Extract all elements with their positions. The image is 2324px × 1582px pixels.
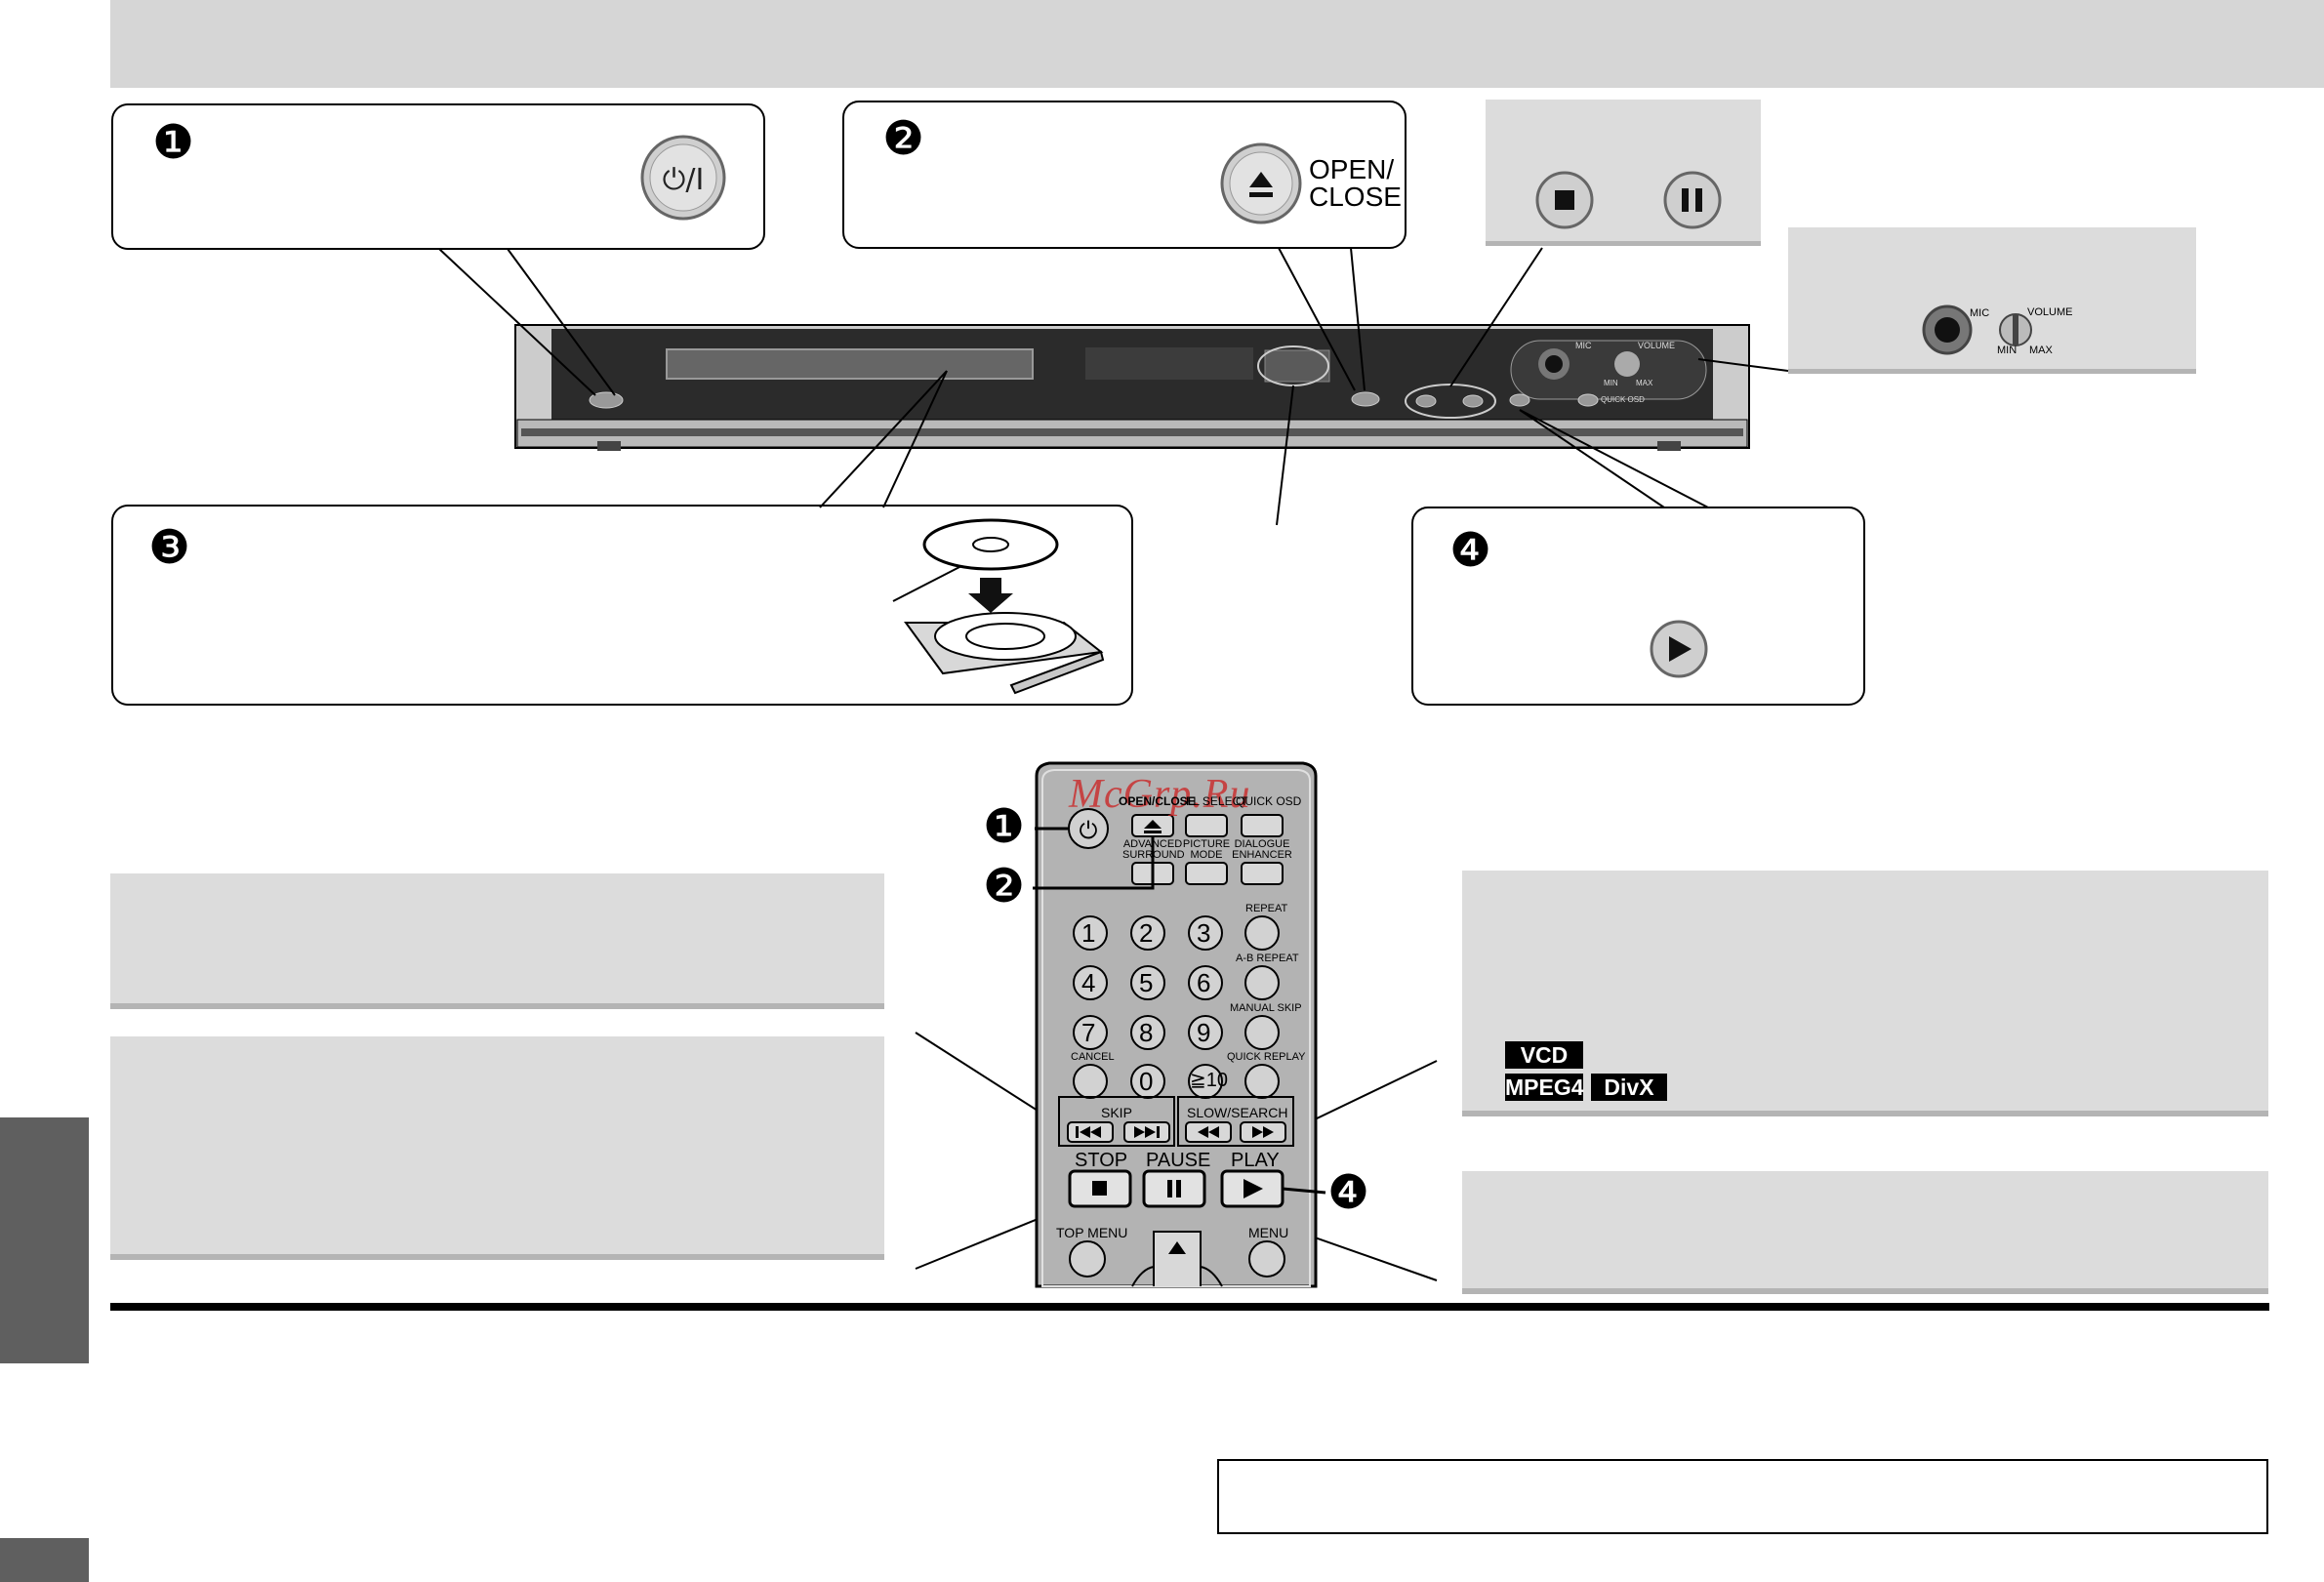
remote-fl-select-label: FL SELECT	[1186, 794, 1248, 808]
side-index-tab	[0, 1117, 89, 1363]
vcd-tag: VCD	[1505, 1041, 1583, 1069]
info-panel-right-1	[1462, 871, 2268, 1111]
unit-max-label: MAX	[1636, 379, 1653, 387]
disc-tray-icon	[892, 518, 1105, 695]
digit-3: 3	[1197, 918, 1211, 948]
menu-label: MENU	[1248, 1225, 1289, 1240]
info-panel-right-2	[1462, 1171, 2268, 1288]
digit-1: 1	[1081, 918, 1096, 948]
svg-text:⏻: ⏻	[1080, 817, 1098, 844]
mpeg4-tag: MPEG4	[1505, 1074, 1584, 1101]
svg-text:⏻/I: ⏻/I	[663, 163, 705, 197]
callout-box-1	[111, 103, 765, 250]
quick-replay-label: QUICK REPLAY	[1227, 1051, 1306, 1063]
digit-9: 9	[1197, 1018, 1211, 1047]
skip-label: SKIP	[1101, 1105, 1132, 1120]
picture-mode-label: PICTURE MODE	[1182, 838, 1231, 861]
advanced-surround-label: ADVANCED SURROUND	[1122, 838, 1185, 861]
play-label: PLAY	[1231, 1150, 1280, 1171]
remote-open-close-label: OPEN/CLOSE	[1119, 794, 1196, 808]
remote-step-marker-2: ❷	[983, 859, 1026, 913]
slow-search-label: SLOW/SEARCH	[1187, 1105, 1288, 1120]
step-marker-4: ❹	[1449, 523, 1492, 578]
remote-quick-osd-label: QUICK OSD	[1236, 794, 1302, 808]
watermark: McGrp.Ru	[1069, 772, 1251, 817]
mic-jack-panel	[1788, 227, 2196, 372]
unit-min-label: MIN	[1604, 379, 1618, 387]
note-box	[1217, 1459, 2268, 1534]
step-marker-1: ❶	[152, 115, 195, 170]
step-marker-2: ❷	[882, 111, 925, 166]
digit-8: 8	[1139, 1018, 1154, 1047]
unit-quick-osd-label: QUICK OSD	[1601, 395, 1645, 404]
stop-pause-panel	[1486, 100, 1761, 244]
max-label: MAX	[2029, 345, 2053, 356]
callout-box-3	[111, 505, 1133, 706]
min-label: MIN	[1997, 345, 2018, 356]
open-close-label: OPEN/ CLOSE	[1309, 154, 1402, 212]
callout-box-4	[1411, 507, 1865, 706]
info-panel-left-1	[110, 873, 884, 1003]
dialogue-enhancer-label: DIALOGUE ENHANCER	[1232, 838, 1292, 861]
digit-0: 0	[1139, 1067, 1154, 1096]
volume-label: VOLUME	[2027, 306, 2073, 318]
divx-tag: DivX	[1591, 1074, 1667, 1101]
pause-label: PAUSE	[1146, 1150, 1211, 1171]
page-number-tab	[0, 1538, 89, 1582]
unit-volume-label: VOLUME	[1638, 341, 1676, 350]
ge10-label: ≧10	[1190, 1070, 1229, 1091]
header-band	[110, 0, 2324, 88]
top-menu-label: TOP MENU	[1056, 1225, 1128, 1240]
dvd-player-front	[514, 324, 1750, 451]
section-rule	[110, 1303, 2269, 1311]
remote-step-marker-4: ❹	[1327, 1165, 1370, 1220]
stop-label: STOP	[1075, 1150, 1128, 1171]
manual-skip-label: MANUAL SKIP	[1230, 1002, 1302, 1014]
step-marker-3: ❸	[148, 520, 191, 575]
unit-mic-label: MIC	[1575, 341, 1592, 350]
ab-repeat-label: A-B REPEAT	[1236, 953, 1299, 964]
mic-label: MIC	[1970, 307, 1990, 319]
digit-6: 6	[1197, 968, 1211, 997]
info-panel-left-2	[110, 1036, 884, 1254]
digit-5: 5	[1139, 968, 1154, 997]
digit-4: 4	[1081, 968, 1096, 997]
repeat-label: REPEAT	[1245, 903, 1288, 914]
cancel-label: CANCEL	[1071, 1051, 1115, 1063]
remote-control: ⏻	[1033, 761, 1326, 1288]
digit-7: 7	[1081, 1018, 1096, 1047]
digit-2: 2	[1139, 918, 1154, 948]
pause-button-icon	[1663, 171, 1722, 229]
remote-step-marker-1: ❶	[983, 799, 1026, 854]
